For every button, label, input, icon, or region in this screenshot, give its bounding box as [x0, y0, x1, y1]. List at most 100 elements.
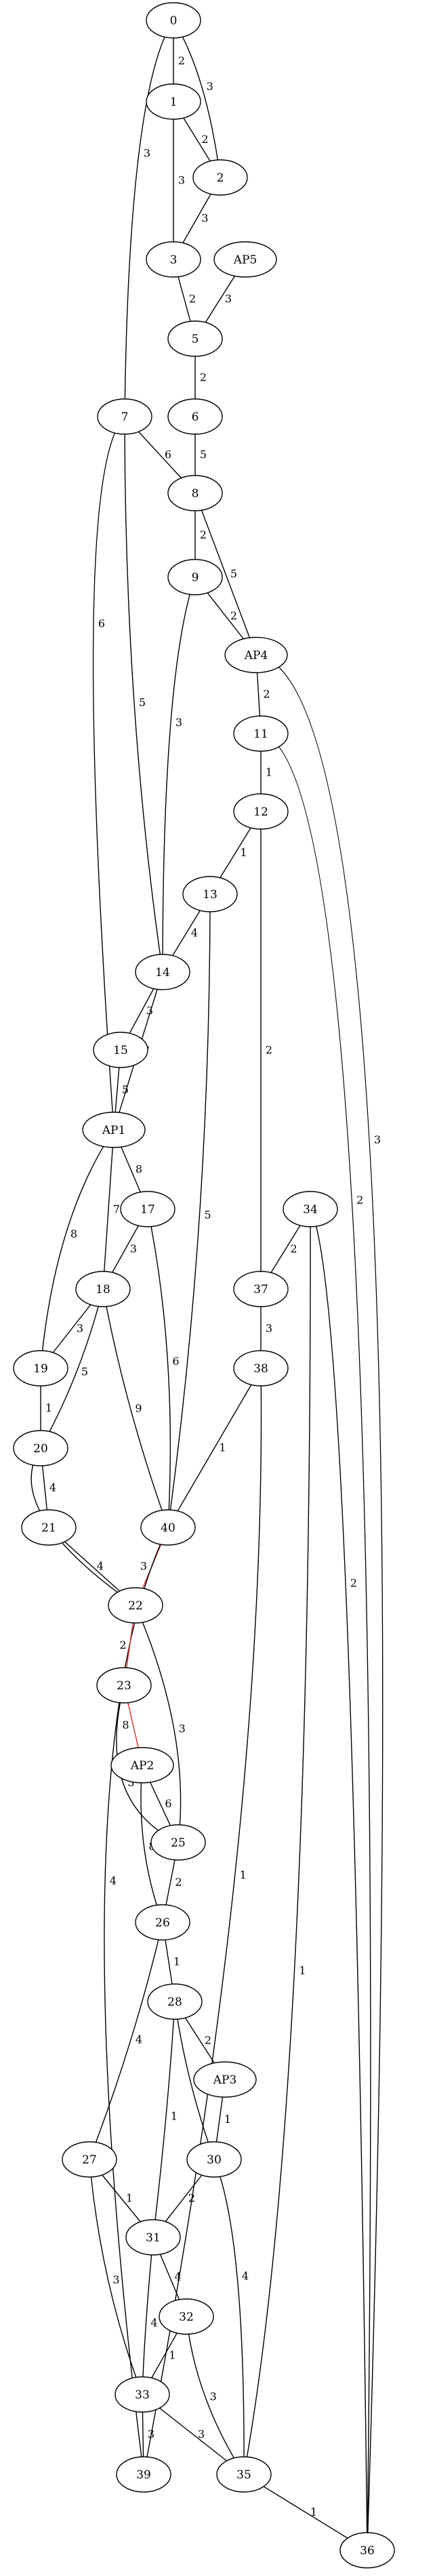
edge-weight-label: 3 [178, 174, 185, 187]
node-label: 3 [170, 253, 178, 267]
edge-weight-label: 1 [310, 2506, 317, 2518]
node-30: 30 [186, 2141, 242, 2178]
node-19: 19 [13, 1350, 68, 1387]
edge-AP2-26 [140, 1765, 163, 1923]
edge-weight-label: 1 [224, 2113, 231, 2126]
node-shape [233, 715, 289, 752]
node-3: 3 [146, 241, 201, 278]
edge-32-35 [186, 2316, 245, 2475]
node-0: 0 [146, 2, 201, 39]
edge-AP1-19 [40, 1129, 115, 1369]
edge-18-40 [102, 1288, 169, 1528]
node-label: 33 [135, 2388, 150, 2402]
edge-weight-label: 3 [201, 212, 208, 225]
node-shape [13, 1430, 68, 1466]
edge-7-AP1 [92, 416, 125, 1131]
edge-weight-label: 1 [266, 766, 272, 779]
edge-17-40 [147, 1208, 171, 1528]
edge-weight-label: 1 [169, 2349, 175, 2362]
node-label: AP2 [130, 1759, 154, 1773]
node-27: 27 [62, 2141, 117, 2178]
node-22: 22 [108, 1587, 163, 1624]
node-label: 34 [303, 1203, 318, 1217]
node-shape [97, 398, 152, 435]
node-14: 14 [135, 954, 190, 990]
node-shape [75, 1271, 131, 1307]
node-ap1: AP1 [82, 1112, 146, 1148]
node-shape [233, 1350, 289, 1387]
edge-weight-label: 3 [77, 1322, 83, 1335]
edge-weight-label: 3 [144, 146, 150, 159]
edge-34-36 [310, 1208, 368, 2551]
edge-weight-label: 3 [112, 2273, 119, 2286]
edge-weight-label: 3 [148, 2428, 154, 2441]
edge-weight-label: 8 [136, 1163, 142, 1176]
node-11: 11 [233, 715, 289, 752]
node-ap4: AP4 [224, 637, 288, 673]
node-33: 33 [115, 2376, 170, 2413]
node-26: 26 [135, 1904, 190, 1941]
node-21: 21 [21, 1509, 77, 1546]
edge-weight-label: 3 [140, 1560, 147, 1573]
edge-weight-label: 3 [130, 1242, 137, 1255]
edge-weight-label: 2 [263, 688, 270, 700]
node-label: 17 [140, 1203, 155, 1217]
node-shape [13, 1350, 68, 1387]
edge-weight-label: 3 [127, 1776, 134, 1789]
edge-weight-label: 8 [122, 1718, 129, 1731]
node-shape [115, 2376, 170, 2413]
edge-weight-label: 5 [81, 1365, 88, 1378]
node-shape [159, 2298, 214, 2335]
node-label: 18 [96, 1283, 110, 1296]
edge-weight-label: 5 [204, 1208, 211, 1221]
node-shape [192, 159, 248, 196]
edge-38-40 [167, 1368, 262, 1528]
node-label: 6 [192, 410, 199, 424]
edge-weight-label: 3 [146, 1005, 153, 1017]
node-shape [116, 2456, 171, 2493]
edge-weight-label: 2 [175, 1876, 182, 1888]
edge-weight-label: 2 [266, 1043, 272, 1056]
edge-weight-label: 1 [126, 2192, 133, 2205]
node-28: 28 [147, 1983, 203, 2020]
edge-weight-label: 1 [45, 1401, 52, 1414]
node-shape [233, 1271, 289, 1307]
edge-weight-label: 1 [173, 1956, 180, 1968]
node-label: 21 [41, 1521, 56, 1535]
edge-18-20 [40, 1288, 104, 1449]
edge-weight-label: 3 [207, 80, 213, 93]
edge-weight-label: 4 [110, 1874, 117, 1887]
node-shape [167, 398, 223, 435]
node-label: 20 [33, 1442, 48, 1456]
node-label: 38 [253, 1362, 268, 1376]
node-label: AP4 [244, 649, 268, 662]
node-35: 35 [216, 2456, 272, 2493]
node-15: 15 [93, 1032, 148, 1068]
node-label: 36 [360, 2544, 375, 2558]
node-label: AP3 [213, 2073, 237, 2087]
edge-weight-label: 4 [136, 2033, 142, 2046]
node-shape [62, 2141, 117, 2178]
node-37: 37 [233, 1271, 289, 1307]
node-shape [216, 2456, 272, 2493]
edge-weight-label: 3 [266, 1322, 272, 1335]
node-9: 9 [167, 559, 223, 595]
edge-weight-label: 3 [175, 716, 182, 729]
edge-22-25 [135, 1605, 182, 1843]
node-shape [146, 83, 201, 120]
node-label: 13 [203, 888, 218, 902]
edge-27-33 [89, 2159, 143, 2395]
node-label: 7 [121, 410, 129, 424]
node-label: 40 [161, 1521, 175, 1535]
node-label: 1 [170, 96, 178, 109]
node-shape [125, 2219, 181, 2256]
node-23: 23 [96, 1667, 152, 1704]
node-25: 25 [150, 1824, 206, 1861]
node-shape [146, 2, 201, 39]
node-2: 2 [192, 159, 248, 196]
node-label: 9 [192, 571, 199, 585]
node-39: 39 [116, 2456, 171, 2493]
node-shape [213, 241, 277, 278]
